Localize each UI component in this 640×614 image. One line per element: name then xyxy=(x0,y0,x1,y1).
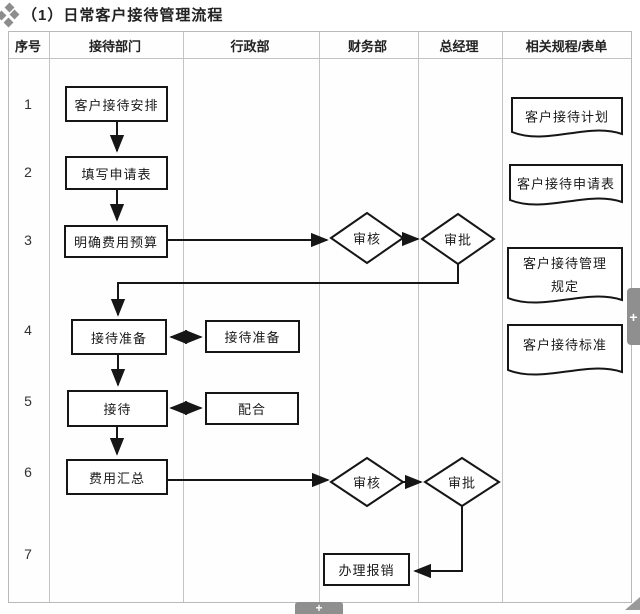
node-prepare-admin: 接待准备 xyxy=(205,320,300,353)
document-application-label: 客户接待申请表 xyxy=(516,176,616,192)
node-cooperate: 配合 xyxy=(205,392,299,425)
row-number-6: 6 xyxy=(24,464,32,480)
row-number-1: 1 xyxy=(24,96,32,112)
expand-handle-right[interactable]: + xyxy=(627,288,640,345)
column-divider xyxy=(319,32,320,602)
page-title: （1）日常客户接待管理流程 xyxy=(22,7,224,24)
node-budget: 明确费用预算 xyxy=(64,225,168,258)
column-divider xyxy=(49,32,50,602)
node-arrange: 客户接待安排 xyxy=(65,86,168,122)
diamond-cluster-icon xyxy=(0,2,20,28)
review2-label: 审核 xyxy=(352,475,382,491)
review1-label: 审核 xyxy=(352,231,382,247)
row-number-2: 2 xyxy=(24,164,32,180)
row-number-5: 5 xyxy=(24,393,32,409)
expand-handle-bottom[interactable]: + xyxy=(295,602,343,614)
column-divider xyxy=(183,32,184,602)
column-divider xyxy=(502,32,503,602)
header-finance-dept: 财务部 xyxy=(347,39,387,54)
plus-icon: + xyxy=(315,601,323,614)
node-reception: 接待 xyxy=(67,390,168,427)
header-related-docs: 相关规程/表单 xyxy=(525,39,608,54)
node-expense: 费用汇总 xyxy=(66,459,168,495)
header-divider xyxy=(9,58,631,59)
approve2-label: 审批 xyxy=(447,475,477,491)
row-number-7: 7 xyxy=(24,546,32,562)
row-number-3: 3 xyxy=(24,232,32,248)
approve1-label: 审批 xyxy=(443,232,473,248)
row-number-4: 4 xyxy=(24,322,32,338)
header-general-manager: 总经理 xyxy=(439,39,479,54)
header-reception-dept: 接待部门 xyxy=(88,39,141,54)
header-no: 序号 xyxy=(14,39,41,54)
node-reimburse: 办理报销 xyxy=(323,553,410,586)
node-fill-form: 填写申请表 xyxy=(65,156,168,190)
header-admin-dept: 行政部 xyxy=(230,39,270,54)
document-plan-label: 客户接待计划 xyxy=(524,109,610,125)
document-standard-label: 客户接待标准 xyxy=(522,337,608,353)
document-rules-label: 客户接待管理规定 xyxy=(522,256,607,294)
column-divider xyxy=(418,32,419,602)
node-prepare: 接待准备 xyxy=(71,319,167,355)
plus-icon: + xyxy=(629,308,638,325)
